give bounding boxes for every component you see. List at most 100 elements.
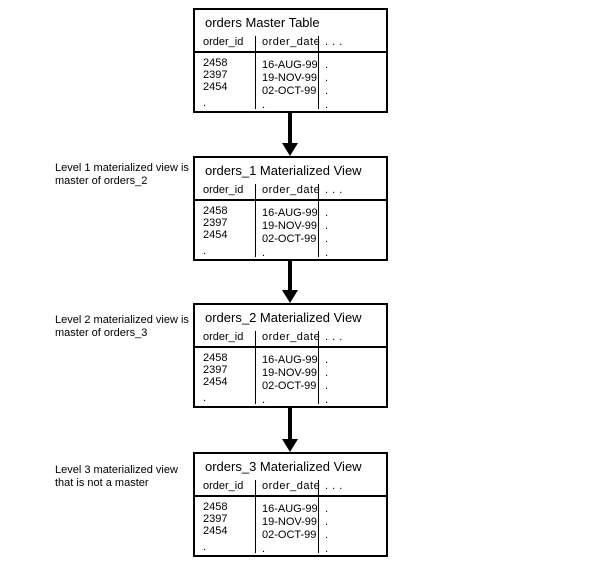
column-header-ellipsis: . . . (325, 480, 343, 492)
column-header-order-date: order_date (262, 331, 321, 343)
table-cell: . (325, 233, 329, 245)
table-grid: order_id 2458 2397 2454 . order_date 16-… (195, 480, 386, 555)
table-grid: order_id 2458 2397 2454 . order_date 16-… (195, 184, 386, 259)
table-cell: . (262, 394, 266, 406)
column-order-date: order_date 16-AUG-99 19-NOV-99 02-OCT-99… (255, 331, 321, 406)
column-order-id: order_id 2458 2397 2454 . (195, 480, 255, 553)
column-header-order-date: order_date (262, 36, 321, 48)
header-underline (195, 199, 386, 201)
table-title: orders_1 Materialized View (205, 163, 362, 178)
table-cell: 2454 (203, 376, 228, 388)
orders-1-mv-box: orders_1 Materialized View order_id 2458… (193, 156, 388, 261)
table-cell: . (325, 367, 329, 379)
header-underline (195, 495, 386, 497)
table-cell: 16-AUG-99 (262, 59, 318, 71)
table-cell: 16-AUG-99 (262, 207, 318, 219)
table-cell: . (325, 394, 329, 406)
table-cell: 2397 (203, 513, 228, 525)
table-cell: 19-NOV-99 (262, 72, 318, 84)
table-cell: . (325, 247, 329, 259)
side-note-line: Level 3 materialized view (55, 464, 178, 476)
orders-2-mv-box: orders_2 Materialized View order_id 2458… (193, 303, 388, 408)
table-cell: 19-NOV-99 (262, 220, 318, 232)
table-cell: . (203, 541, 207, 553)
master-table-box: orders Master Table order_id 2458 2397 2… (193, 8, 388, 113)
table-cell: . (262, 247, 266, 259)
table-cell: . (262, 99, 266, 111)
table-grid: order_id 2458 2397 2454 . order_date 16-… (195, 36, 386, 111)
table-cell: 19-NOV-99 (262, 516, 318, 528)
column-header-ellipsis: . . . (325, 184, 343, 196)
table-cell: 02-OCT-99 (262, 529, 317, 541)
column-header-ellipsis: . . . (325, 331, 343, 343)
table-cell: 2454 (203, 525, 228, 537)
table-cell: 2397 (203, 364, 228, 376)
table-cell: 2458 (203, 501, 228, 513)
column-ellipsis: . . . . . . . (318, 480, 386, 555)
table-cell: 2458 (203, 57, 228, 69)
side-note-line: Level 2 materialized view is (55, 314, 189, 326)
table-cell: . (325, 516, 329, 528)
column-order-date: order_date 16-AUG-99 19-NOV-99 02-OCT-99… (255, 36, 321, 111)
side-note-line: that is not a master (55, 477, 149, 489)
column-header-order-date: order_date (262, 480, 321, 492)
table-cell: 2454 (203, 229, 228, 241)
table-cell: . (203, 392, 207, 404)
table-cell: . (325, 380, 329, 392)
table-title: orders Master Table (205, 15, 320, 30)
side-note-line: master of orders_3 (55, 327, 148, 339)
column-header-order-date: order_date (262, 184, 321, 196)
column-order-date: order_date 16-AUG-99 19-NOV-99 02-OCT-99… (255, 184, 321, 259)
table-cell: . (325, 543, 329, 555)
table-cell: 16-AUG-99 (262, 354, 318, 366)
table-title: orders_3 Materialized View (205, 459, 362, 474)
table-cell: . (203, 245, 207, 257)
table-cell: . (325, 529, 329, 541)
column-ellipsis: . . . . . . . (318, 184, 386, 259)
table-title: orders_2 Materialized View (205, 310, 362, 325)
table-cell: . (325, 99, 329, 111)
arrow-down-icon (282, 261, 298, 303)
column-order-date: order_date 16-AUG-99 19-NOV-99 02-OCT-99… (255, 480, 321, 555)
table-cell: 2397 (203, 69, 228, 81)
column-ellipsis: . . . . . . . (318, 331, 386, 406)
side-note-level-3: Level 3 materialized view that is not a … (55, 464, 210, 490)
column-header-ellipsis: . . . (325, 36, 343, 48)
table-cell: . (325, 354, 329, 366)
column-ellipsis: . . . . . . . (318, 36, 386, 111)
table-cell: . (203, 97, 207, 109)
column-header-order-id: order_id (203, 184, 244, 196)
column-order-id: order_id 2458 2397 2454 . (195, 331, 255, 404)
table-cell: 16-AUG-99 (262, 503, 318, 515)
orders-3-mv-box: orders_3 Materialized View order_id 2458… (193, 452, 388, 557)
column-order-id: order_id 2458 2397 2454 . (195, 184, 255, 257)
table-cell: 2458 (203, 352, 228, 364)
table-cell: . (325, 220, 329, 232)
column-header-order-id: order_id (203, 480, 244, 492)
column-order-id: order_id 2458 2397 2454 . (195, 36, 255, 109)
column-header-order-id: order_id (203, 331, 244, 343)
table-cell: 2397 (203, 217, 228, 229)
table-cell: 02-OCT-99 (262, 233, 317, 245)
table-cell: . (325, 72, 329, 84)
table-cell: . (262, 543, 266, 555)
arrow-down-icon (282, 408, 298, 452)
header-underline (195, 51, 386, 53)
side-note-level-1: Level 1 materialized view is master of o… (55, 162, 210, 188)
table-grid: order_id 2458 2397 2454 . order_date 16-… (195, 331, 386, 406)
table-cell: . (325, 59, 329, 71)
table-cell: 2458 (203, 205, 228, 217)
side-note-line: Level 1 materialized view is (55, 162, 189, 174)
table-cell: . (325, 207, 329, 219)
table-cell: 02-OCT-99 (262, 380, 317, 392)
table-cell: 2454 (203, 81, 228, 93)
table-cell: . (325, 85, 329, 97)
side-note-line: master of orders_2 (55, 175, 148, 187)
table-cell: 19-NOV-99 (262, 367, 318, 379)
header-underline (195, 346, 386, 348)
column-header-order-id: order_id (203, 36, 244, 48)
table-cell: 02-OCT-99 (262, 85, 317, 97)
table-cell: . (325, 503, 329, 515)
arrow-down-icon (282, 113, 298, 156)
